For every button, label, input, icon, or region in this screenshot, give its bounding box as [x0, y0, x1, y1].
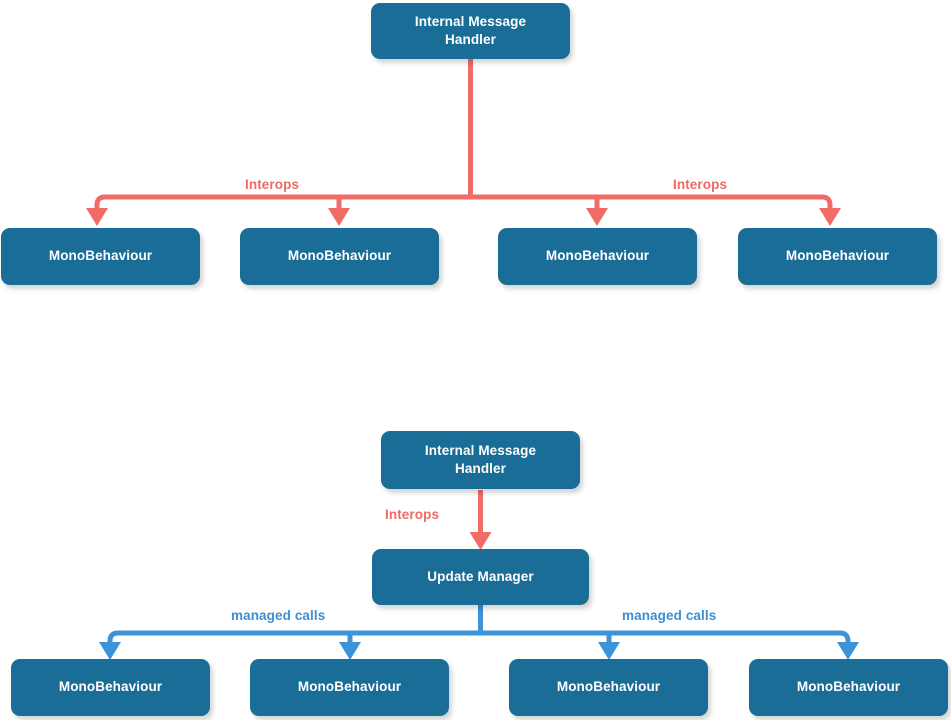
node-label: MonoBehaviour [48, 248, 153, 264]
node-internal-message-handler-1[interactable]: Internal Message Handler [371, 3, 570, 59]
edge-label-text: managed calls [231, 608, 326, 623]
arrowhead-e [99, 642, 121, 660]
node-label: MonoBehaviour [556, 679, 661, 695]
edge-label-text: managed calls [622, 608, 717, 623]
interops-bus-right [470, 194, 833, 211]
edge-label-text: Interops [385, 507, 440, 522]
arrowhead-a [86, 208, 108, 226]
arrowhead-b [328, 208, 350, 226]
node-label: MonoBehaviour [785, 248, 890, 264]
interops2-arrowhead [469, 532, 492, 550]
arrowhead-g [598, 642, 620, 660]
node-monobehaviour-2[interactable]: MonoBehaviour [240, 228, 439, 285]
node-monobehaviour-7[interactable]: MonoBehaviour [509, 659, 708, 716]
managed-calls-connector-group [107, 605, 851, 645]
arrowhead-h [837, 642, 859, 660]
node-monobehaviour-8[interactable]: MonoBehaviour [749, 659, 948, 716]
edge-label-managed-calls-left: managed calls [231, 608, 325, 623]
node-label: MonoBehaviour [545, 248, 650, 264]
edge-label-text: Interops [673, 177, 728, 192]
node-monobehaviour-6[interactable]: MonoBehaviour [250, 659, 449, 716]
node-internal-message-handler-2[interactable]: Internal Message Handler [381, 431, 580, 489]
arrowhead-f [339, 642, 361, 660]
arrowhead-c [586, 208, 608, 226]
node-label: Update Manager [427, 568, 534, 584]
arrowhead-d [819, 208, 841, 226]
node-label: MonoBehaviour [297, 679, 402, 695]
node-update-manager[interactable]: Update Manager [372, 549, 589, 605]
managed-calls-arrowheads [99, 642, 859, 660]
node-monobehaviour-4[interactable]: MonoBehaviour [738, 228, 937, 285]
interops-arrowheads [86, 208, 841, 226]
edge-label-interops-section2: Interops [385, 507, 439, 522]
node-monobehaviour-3[interactable]: MonoBehaviour [498, 228, 697, 285]
edge-label-text: Interops [245, 177, 300, 192]
node-monobehaviour-1[interactable]: MonoBehaviour [1, 228, 200, 285]
managed-calls-bus-right [480, 630, 851, 645]
edge-label-interops-right: Interops [673, 177, 727, 192]
edge-label-managed-calls-right: managed calls [622, 608, 716, 623]
managed-calls-bus-left [107, 630, 481, 645]
interops-bus-left [94, 194, 471, 211]
node-label: Internal Message Handler [424, 442, 537, 476]
node-monobehaviour-5[interactable]: MonoBehaviour [11, 659, 210, 716]
node-label: MonoBehaviour [58, 679, 163, 695]
node-label: MonoBehaviour [287, 248, 392, 264]
edge-label-interops-left: Interops [245, 177, 299, 192]
node-label: Internal Message Handler [414, 13, 527, 47]
node-label: MonoBehaviour [796, 679, 901, 695]
